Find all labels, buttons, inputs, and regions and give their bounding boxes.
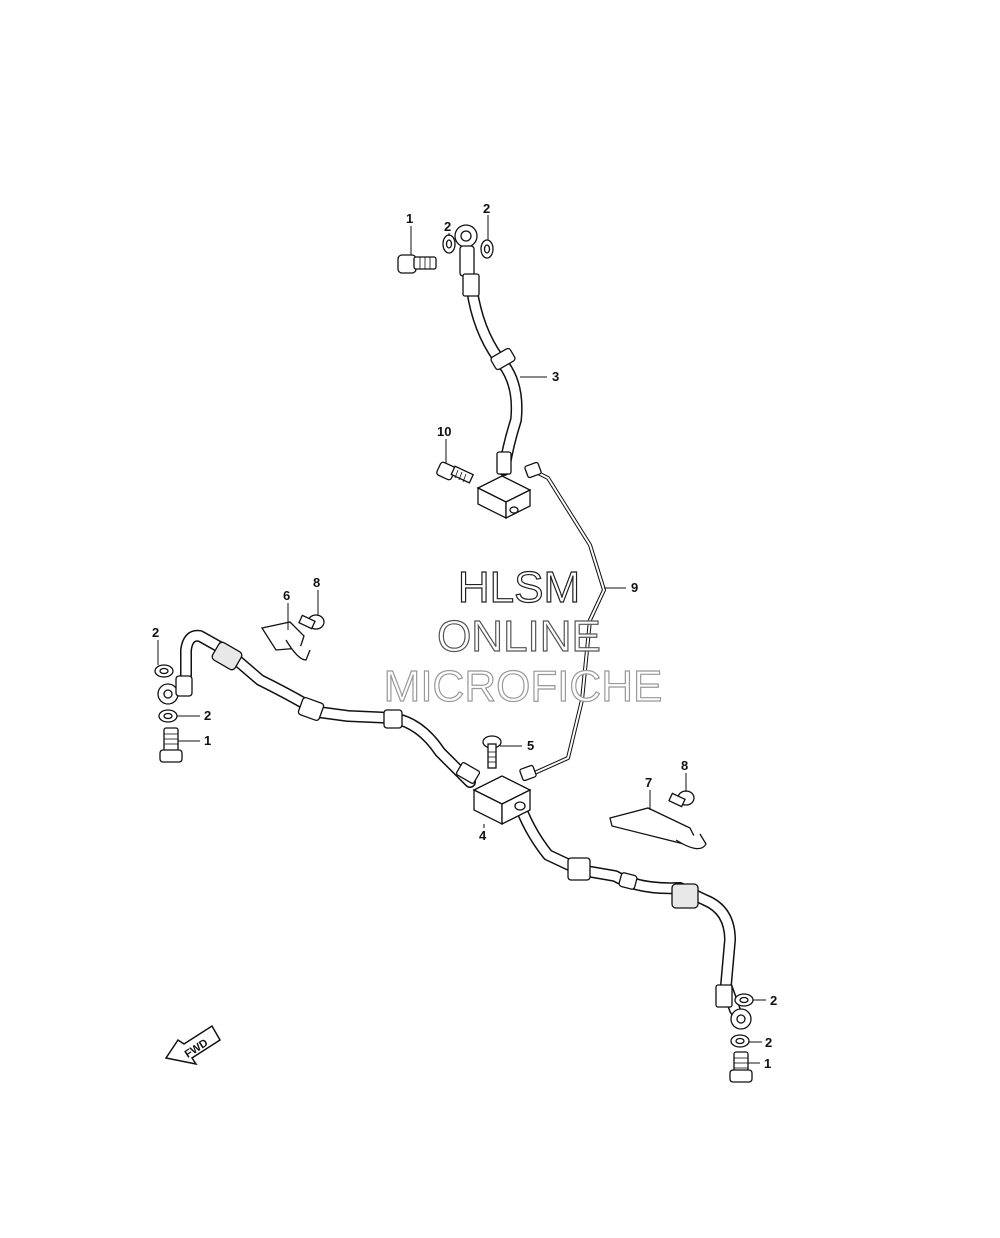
callout-upper-hose: 3: [552, 369, 559, 384]
left-banjo-bolt[interactable]: [159, 727, 183, 763]
callout-joint: 4: [479, 828, 487, 843]
callout-top-bolt: 1: [406, 211, 413, 226]
left-washer-top[interactable]: [154, 664, 174, 678]
upper-block-bolt[interactable]: [436, 461, 475, 484]
right-washer-bottom[interactable]: [730, 1034, 750, 1048]
callout-left-clamp-bolt: 8: [313, 575, 320, 590]
callout-top-washer-b: 2: [483, 201, 490, 216]
upper-brake-hose[interactable]: [454, 224, 523, 476]
watermark: HLSM ONLINE MICROFICHE: [383, 562, 663, 711]
upper-junction-block[interactable]: [476, 475, 532, 520]
right-brake-hose[interactable]: [512, 794, 752, 1030]
watermark-line-2: ONLINE: [437, 612, 601, 661]
top-washer-a[interactable]: [442, 234, 456, 254]
top-banjo-bolt[interactable]: [397, 254, 437, 274]
callout-joint-bolt: 5: [527, 738, 534, 753]
top-washer-b[interactable]: [480, 239, 494, 259]
callout-brake-pipe: 9: [631, 580, 638, 595]
leader-lines: [157, 215, 766, 1064]
left-brake-hose[interactable]: [157, 629, 481, 788]
callout-left-bolt: 1: [204, 733, 211, 748]
callout-top-washer-a: 2: [444, 219, 451, 234]
callout-right-clamp-bolt: 8: [681, 758, 688, 773]
right-banjo-bolt[interactable]: [729, 1051, 753, 1083]
callout-right-washer-bottom: 2: [765, 1035, 772, 1050]
callout-right-clamp: 7: [645, 775, 652, 790]
callout-upper-block-bolt: 10: [437, 424, 451, 439]
left-clamp-bolt[interactable]: [298, 614, 325, 630]
brake-pipe[interactable]: [519, 461, 606, 782]
right-washer-top[interactable]: [734, 993, 754, 1007]
callout-left-washer-top: 2: [152, 625, 159, 640]
brake-joint[interactable]: [472, 775, 532, 826]
right-clamp-bolt[interactable]: [668, 790, 695, 808]
watermark-line-1: HLSM: [458, 563, 580, 612]
callout-numbers: 1 2 2 3 10 9 6 8 2 2 1 5 4 7 8 2 2 1: [152, 201, 777, 1071]
fwd-arrow-icon: FWD: [164, 1024, 222, 1066]
callout-left-washer-bottom: 2: [204, 708, 211, 723]
callout-left-clamp: 6: [283, 588, 290, 603]
callout-right-washer-top: 2: [770, 993, 777, 1008]
left-hose-clamp[interactable]: [260, 621, 311, 661]
callout-right-bolt: 1: [764, 1056, 771, 1071]
joint-bolt[interactable]: [482, 735, 502, 769]
left-washer-bottom[interactable]: [158, 709, 178, 723]
watermark-line-3: MICROFICHE: [384, 662, 663, 711]
right-hose-clamp[interactable]: [609, 807, 707, 850]
